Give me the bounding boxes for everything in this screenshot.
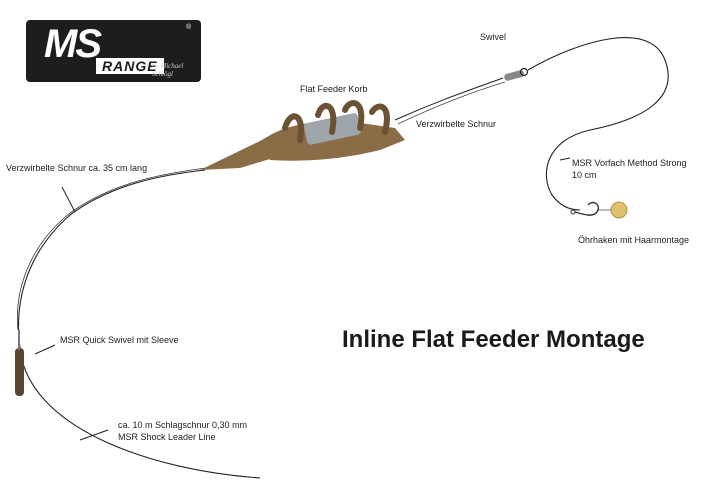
- label-ohrhaken: Öhrhaken mit Haarmontage: [578, 235, 690, 245]
- twisted-line-upper: [394, 77, 504, 121]
- logo-registered: ®: [186, 24, 192, 31]
- logo-ms: MS: [44, 22, 102, 66]
- logo-range: RANGE: [96, 58, 164, 74]
- bait: [610, 201, 628, 219]
- shock-leader-line: [18, 169, 261, 479]
- label-schlagschnur-line2: MSR Shock Leader Line: [118, 432, 216, 442]
- label-swivel: Swivel: [480, 32, 507, 42]
- label-verzwirbelte-schnur: Verzwirbelte Schnur: [416, 119, 497, 129]
- quick-swivel-sleeve: [15, 348, 24, 396]
- pointer-schlagschnur: [79, 429, 109, 441]
- hook-eye: [570, 209, 576, 215]
- pointer-35cm: [61, 186, 76, 213]
- label-quick-swivel: MSR Quick Swivel mit Sleeve: [60, 335, 179, 345]
- feeder-cage: [262, 120, 405, 161]
- twisted-line-lower: [17, 167, 207, 331]
- label-flat-feeder-korb: Flat Feeder Korb: [300, 84, 368, 94]
- label-schlagschnur-line1: ca. 10 m Schlagschnur 0,30 mm: [118, 420, 248, 430]
- label-verzwirbelte-schnur-35cm: Verzwirbelte Schnur ca. 35 cm lang: [6, 163, 148, 173]
- pointer-quick-swivel: [34, 344, 56, 355]
- diagram-title: Inline Flat Feeder Montage: [342, 326, 645, 353]
- label-vorfach-line1: MSR Vorfach Method Strong: [572, 158, 687, 168]
- hook: [574, 201, 600, 216]
- feeder-ribs: [282, 100, 390, 143]
- ms-range-logo: MS RANGE by Michael Schlögl ®: [26, 20, 201, 82]
- twisted-line-upper-2: [397, 81, 506, 125]
- pointer-vorfach: [559, 157, 571, 161]
- label-vorfach-line2: 10 cm: [572, 170, 597, 180]
- flat-feeder: [200, 100, 405, 170]
- logo-signature: by Michael Schlögl: [152, 62, 184, 78]
- hooklength: [527, 37, 669, 211]
- swivel: [504, 67, 529, 81]
